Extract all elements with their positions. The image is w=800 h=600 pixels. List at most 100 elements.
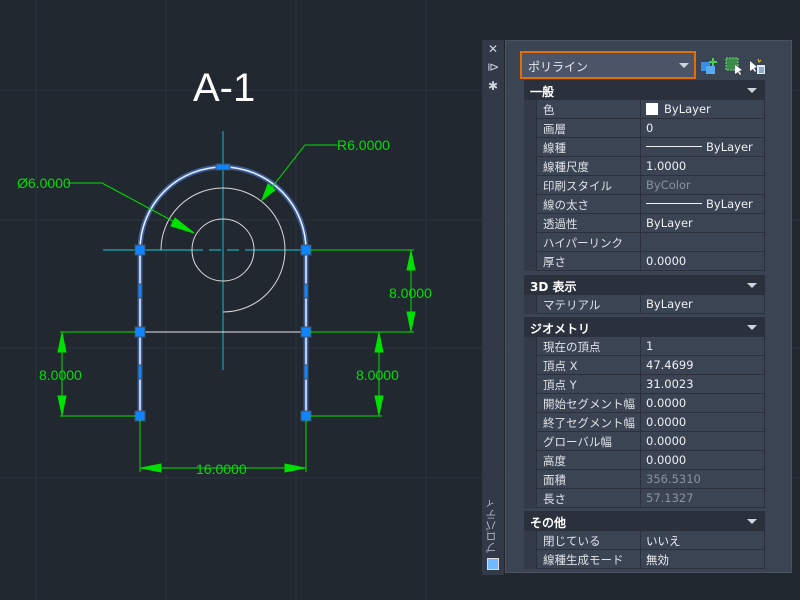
radius-dim-text: R6.0000 bbox=[337, 137, 390, 153]
properties-icon[interactable] bbox=[487, 558, 499, 570]
collapse-arrow-icon[interactable] bbox=[747, 519, 757, 524]
property-name: 高度 bbox=[536, 451, 641, 470]
object-type-value: ポリライン bbox=[528, 60, 589, 74]
property-value-text: 0.0000 bbox=[646, 415, 687, 429]
property-row[interactable]: ハイパーリンク bbox=[536, 233, 765, 252]
object-type-dropdown[interactable]: ポリライン bbox=[520, 51, 696, 79]
property-value[interactable]: ByColor bbox=[642, 176, 765, 195]
property-value[interactable]: ByLayer bbox=[642, 138, 765, 157]
section-title: ジオメトリ bbox=[530, 322, 591, 336]
property-value[interactable]: 0.0000 bbox=[642, 252, 765, 271]
line-sample bbox=[646, 146, 702, 147]
property-value[interactable]: ByLayer bbox=[642, 295, 765, 314]
collapse-arrow-icon[interactable] bbox=[747, 88, 757, 93]
toggle-pickadd-icon[interactable] bbox=[700, 57, 718, 75]
property-value[interactable]: 1 bbox=[642, 337, 765, 356]
property-value[interactable]: 47.4699 bbox=[642, 356, 765, 375]
section-title: その他 bbox=[530, 516, 567, 530]
property-row[interactable]: 頂点 Y 31.0023 bbox=[536, 375, 765, 394]
property-value-text: 31.0023 bbox=[646, 377, 694, 391]
section-gutter bbox=[524, 295, 536, 314]
property-name: 長さ bbox=[536, 489, 641, 508]
property-value-text: いいえ bbox=[646, 534, 681, 548]
property-row[interactable]: 長さ 57.1327 bbox=[536, 489, 765, 508]
property-name: 画層 bbox=[536, 119, 641, 138]
property-name: ハイパーリンク bbox=[536, 233, 641, 252]
property-value[interactable] bbox=[642, 233, 765, 252]
property-value-text: 0.0000 bbox=[646, 254, 687, 268]
property-value[interactable]: 0.0000 bbox=[642, 432, 765, 451]
property-value[interactable]: 0 bbox=[642, 119, 765, 138]
property-name: マテリアル bbox=[536, 295, 641, 314]
property-value[interactable]: 0.0000 bbox=[642, 451, 765, 470]
property-value[interactable]: いいえ bbox=[642, 531, 765, 550]
property-name: 開始セグメント幅 bbox=[536, 394, 641, 413]
property-value[interactable]: 1.0000 bbox=[642, 157, 765, 176]
section-header[interactable]: ジオメトリ bbox=[524, 317, 765, 337]
property-row[interactable]: 線種 ByLayer bbox=[536, 138, 765, 157]
property-name: 線種 bbox=[536, 138, 641, 157]
inner-arc bbox=[160, 187, 286, 313]
property-row[interactable]: 線種生成モード無効 bbox=[536, 550, 765, 569]
property-value-text: 1 bbox=[646, 339, 654, 353]
property-name: 閉じている bbox=[536, 531, 641, 550]
collapse-arrow-icon[interactable] bbox=[747, 283, 757, 288]
auto-hide-icon[interactable]: ⧐ bbox=[487, 60, 499, 74]
section-header[interactable]: 3D 表示 bbox=[524, 275, 765, 295]
property-value-text: ByLayer bbox=[706, 140, 753, 154]
select-objects-icon[interactable] bbox=[725, 57, 743, 75]
line-sample bbox=[646, 203, 702, 204]
property-row[interactable]: 閉じているいいえ bbox=[536, 531, 765, 550]
section-title: 3D 表示 bbox=[530, 280, 577, 294]
property-value[interactable]: 無効 bbox=[642, 550, 765, 569]
property-value[interactable]: 0.0000 bbox=[642, 413, 765, 432]
right-lower-dim-text: 8.0000 bbox=[356, 367, 399, 383]
property-value-text: 1.0000 bbox=[646, 159, 687, 173]
property-row[interactable]: マテリアル ByLayer bbox=[536, 295, 765, 314]
property-value[interactable]: 0.0000 bbox=[642, 394, 765, 413]
color-swatch bbox=[646, 103, 658, 115]
property-name: 頂点 Y bbox=[536, 375, 641, 394]
palette-label: プロパティ bbox=[485, 498, 498, 553]
property-value-text: ByLayer bbox=[646, 297, 693, 311]
property-value-text: 0.0000 bbox=[646, 434, 687, 448]
property-value[interactable]: 57.1327 bbox=[642, 489, 765, 508]
right-upper-dim-text: 8.0000 bbox=[389, 285, 432, 301]
property-name: 印刷スタイル bbox=[536, 176, 641, 195]
property-name: 線種尺度 bbox=[536, 157, 641, 176]
bottom-dim-text: 16.0000 bbox=[196, 461, 247, 477]
property-value[interactable]: ByLayer bbox=[642, 214, 765, 233]
section-title: 一般 bbox=[530, 85, 555, 99]
property-row[interactable]: 線種尺度 1.0000 bbox=[536, 157, 765, 176]
section-header[interactable]: その他 bbox=[524, 511, 765, 531]
property-value-text: ByLayer bbox=[664, 102, 711, 116]
property-value[interactable]: ByLayer bbox=[642, 100, 765, 119]
quick-select-icon[interactable] bbox=[748, 57, 766, 75]
property-name: 頂点 X bbox=[536, 356, 641, 375]
settings-icon[interactable]: ✱ bbox=[487, 79, 499, 93]
property-value-text: 57.1327 bbox=[646, 491, 694, 505]
section-header[interactable]: 一般 bbox=[524, 80, 765, 100]
property-name: 線種生成モード bbox=[536, 550, 641, 569]
property-value[interactable]: 356.5310 bbox=[642, 470, 765, 489]
diameter-dim-text: Ø6.0000 bbox=[17, 175, 71, 191]
property-value[interactable]: ByLayer bbox=[642, 195, 765, 214]
collapse-arrow-icon[interactable] bbox=[747, 325, 757, 330]
close-icon[interactable]: ✕ bbox=[487, 42, 499, 56]
property-value[interactable]: 31.0023 bbox=[642, 375, 765, 394]
